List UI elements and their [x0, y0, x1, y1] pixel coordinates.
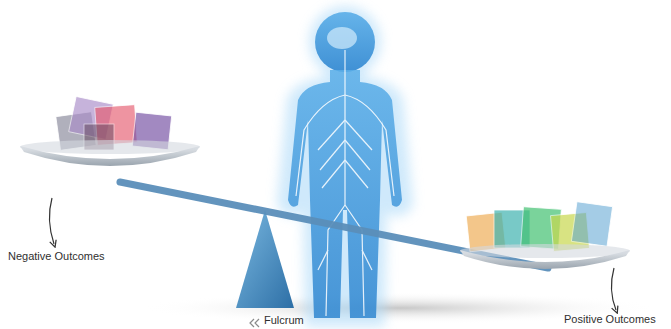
outcome-label: Negative Outcomes — [8, 250, 105, 263]
child-figure — [282, 6, 408, 322]
fulcrum-chevrons — [250, 319, 259, 327]
fulcrum-triangle — [236, 210, 294, 308]
outcome-label: Positive Outcomes — [564, 313, 656, 326]
fulcrum-label: Fulcrum — [264, 314, 304, 327]
positive-arrow — [611, 268, 616, 310]
negative-arrow — [49, 198, 54, 244]
